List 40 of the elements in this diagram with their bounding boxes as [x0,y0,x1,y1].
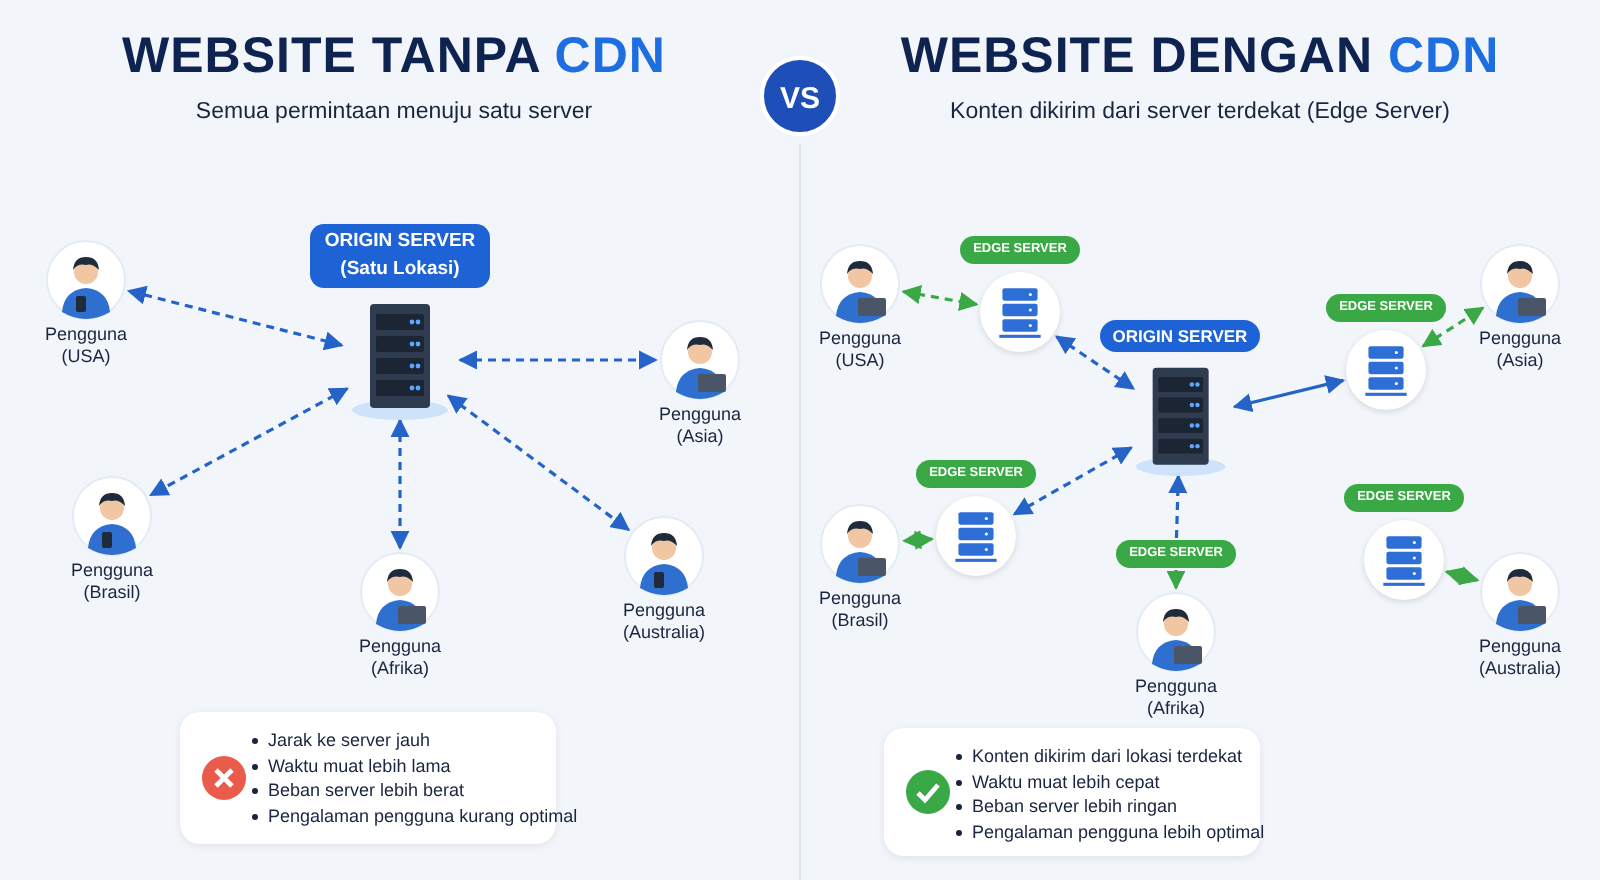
heading: WEBSITE TANPA CDN [122,28,666,86]
list-item: Waktu muat lebih cepat [972,769,1162,794]
arrow [1232,375,1346,413]
subtitle: Konten dikirim dari server terdekat (Edge Server) [950,100,1450,124]
arrow [149,387,349,497]
user-label: Pengguna (USA) [42,324,130,368]
arrow [446,394,631,532]
user-label: Pengguna (Afrika) [356,636,444,680]
user-label: Pengguna (Afrika) [1132,676,1220,720]
user-label: Pengguna (USA) [816,328,904,372]
list-item: Konten dikirim dari lokasi terdekat [972,744,1245,769]
list-item: Jarak ke server jauh [268,728,433,753]
server-label: ORIGIN SERVER (Satu Lokasi) [310,224,490,288]
server-label: ORIGIN SERVER [1100,320,1260,352]
user-label: Pengguna (Brasil) [816,588,904,632]
arrow [1421,306,1485,348]
arrow [1012,446,1133,516]
arrow [1444,566,1480,586]
user-label: Pengguna (Brasil) [68,560,156,604]
arrow [458,350,658,370]
user-label: Pengguna (Australia) [1476,636,1564,680]
arrow [390,418,410,550]
user-label: Pengguna (Australia) [620,600,708,644]
list-item: Pengalaman pengguna kurang optimal [268,803,578,828]
vs-circle: VS [760,56,840,136]
list-item: Beban server lebih berat [268,778,467,803]
user-label: Pengguna (Asia) [656,404,744,448]
info-card [884,728,1260,856]
list-item: Waktu muat lebih lama [268,753,453,778]
arrow [1168,474,1188,539]
heading: WEBSITE DENGAN CDN [900,28,1500,86]
arrow [901,285,979,311]
arrow [902,530,934,550]
list-item: Pengalaman pengguna lebih optimal [972,819,1265,844]
user-label: Pengguna (Asia) [1476,328,1564,372]
list-item: Beban server lebih ringan [972,794,1180,819]
arrow [1166,570,1186,590]
arrow [1054,335,1136,390]
subtitle: Semua permintaan menuju satu server [195,100,593,124]
arrow [126,285,344,351]
